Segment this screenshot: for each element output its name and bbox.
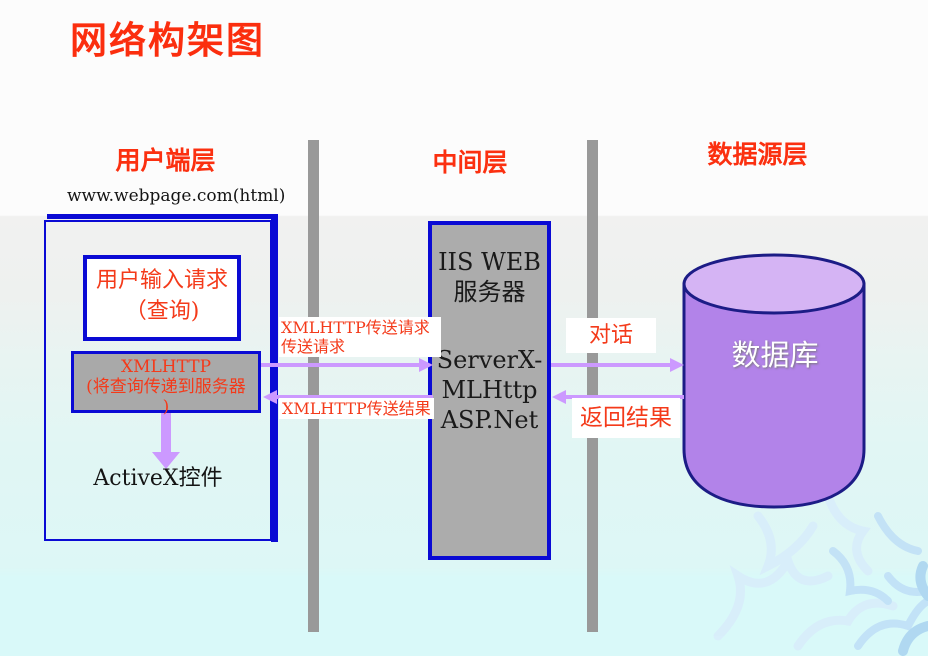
server-line3: ServerX- <box>436 346 543 374</box>
frost-decoration <box>713 491 928 656</box>
xmlhttp-line2: (将查询传递到服务器 <box>86 377 246 397</box>
tier-separator-bar-left <box>308 140 319 632</box>
user-input-line1: 用户输入请求 <box>95 268 228 293</box>
xmlhttp-box: XMLHTTP (将查询传递到服务器 ) <box>71 351 261 417</box>
server-line2: 服务器 <box>453 278 526 306</box>
user-input-line2: （查询) <box>124 299 200 324</box>
flow-label-dialog: 对话 <box>566 318 656 353</box>
server-line5: ASP.Net <box>440 406 539 434</box>
database-cylinder-icon <box>682 253 866 509</box>
webpage-url-label: www.webpage.com(html) <box>67 186 286 206</box>
tier-separator-bar-right <box>587 140 598 632</box>
flow-label-request: XMLHTTP传送请求传送请求 <box>279 317 441 357</box>
arrow-right-server-to-database-icon <box>551 358 684 372</box>
slide-title: 网络构架图 <box>70 19 265 62</box>
user-input-box: 用户输入请求 （查询) <box>83 255 241 341</box>
tier-header-datasource: 数据源层 <box>707 140 808 169</box>
flow-label-result: XMLHTTP传送结果 <box>279 398 434 419</box>
client-box-border-right <box>271 214 278 542</box>
iis-server-box: IIS WEB 服务器 ServerX- MLHttp ASP.Net <box>428 221 551 560</box>
arrow-left-server-to-client-icon <box>263 390 433 404</box>
down-arrow-icon <box>152 411 180 469</box>
arrow-left-database-to-server-icon <box>552 390 684 404</box>
xmlhttp-line3: ) <box>162 397 170 417</box>
client-box-border-top <box>47 214 278 219</box>
database-label: 数据库 <box>731 338 819 372</box>
server-line1: IIS WEB <box>438 248 541 276</box>
activex-label: ActiveX控件 <box>93 466 223 491</box>
arrow-right-client-to-server-icon <box>261 358 433 372</box>
tier-header-middle: 中间层 <box>432 148 508 177</box>
flow-label-return: 返回结果 <box>572 398 680 438</box>
xmlhttp-line1: XMLHTTP <box>120 357 212 377</box>
tier-header-client: 用户端层 <box>115 146 216 175</box>
server-line4: MLHttp <box>441 376 538 404</box>
client-tier-box <box>44 220 272 541</box>
